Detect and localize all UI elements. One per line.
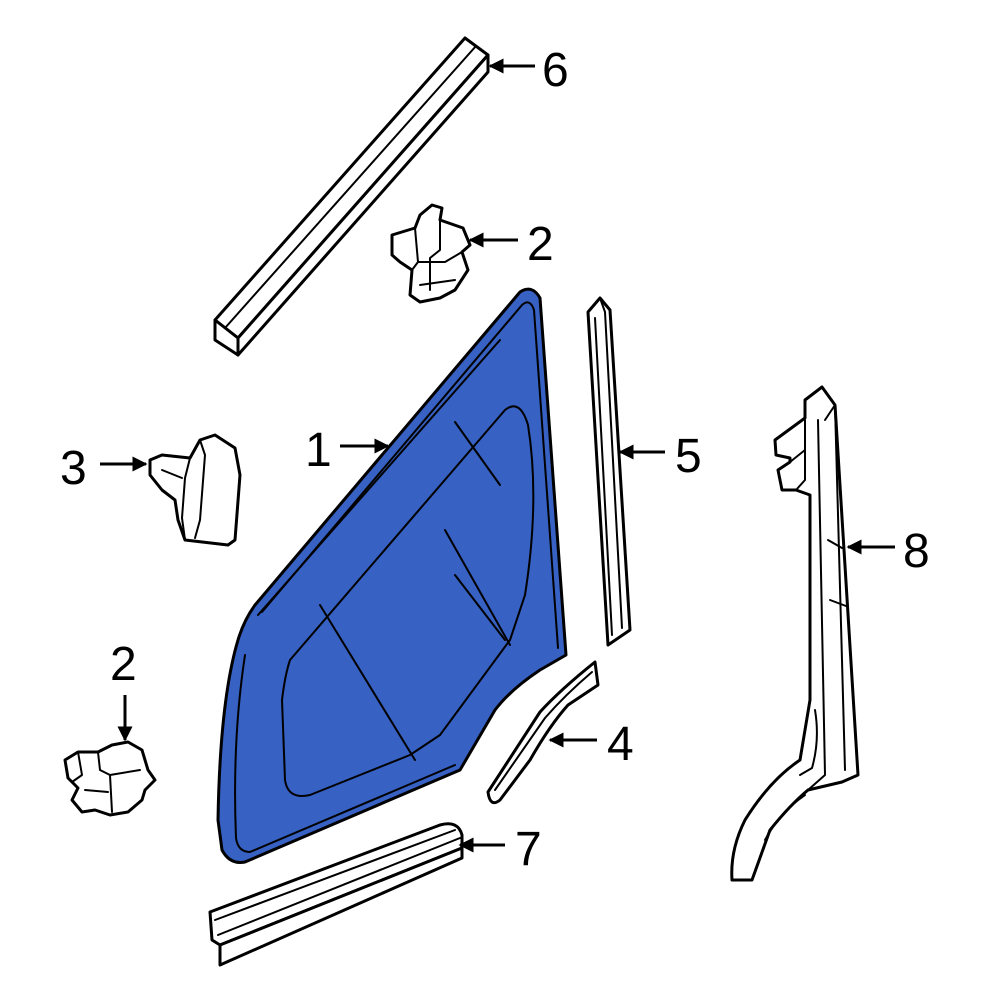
part-8-pillar-trim[interactable]	[730, 385, 860, 882]
callout-2-upper: 2	[468, 218, 554, 271]
callout-6-label: 6	[542, 44, 569, 97]
callout-2-lower-label: 2	[110, 638, 137, 691]
part-7-sill-molding[interactable]	[208, 822, 464, 967]
glass-panel-fill	[216, 287, 568, 864]
callout-4-label: 4	[607, 718, 634, 771]
callout-2-lower: 2	[110, 638, 137, 742]
part-6-upper-weatherstrip[interactable]	[213, 36, 490, 357]
part-3-retainer[interactable]	[148, 433, 242, 547]
callout-2-upper-label: 2	[527, 218, 554, 271]
callout-3-label: 3	[60, 442, 87, 495]
part-5-vertical-weatherstrip[interactable]	[586, 296, 632, 647]
callout-5-label: 5	[675, 430, 702, 483]
callout-8: 8	[846, 525, 930, 578]
callout-7-label: 7	[515, 823, 542, 876]
part-2-lower-clip[interactable]	[63, 740, 157, 817]
callout-1: 1	[305, 424, 390, 477]
part-2-upper-clip[interactable]	[390, 203, 472, 304]
callout-1-label: 1	[305, 424, 332, 477]
callout-3: 3	[60, 442, 148, 495]
part-1-quarter-glass[interactable]	[216, 287, 568, 864]
callout-8-label: 8	[903, 525, 930, 578]
callout-5: 5	[618, 430, 702, 483]
callout-6: 6	[488, 44, 569, 97]
callout-7: 7	[458, 823, 542, 876]
part-4-corner-seal[interactable]	[486, 660, 600, 805]
callout-4: 4	[548, 718, 634, 771]
